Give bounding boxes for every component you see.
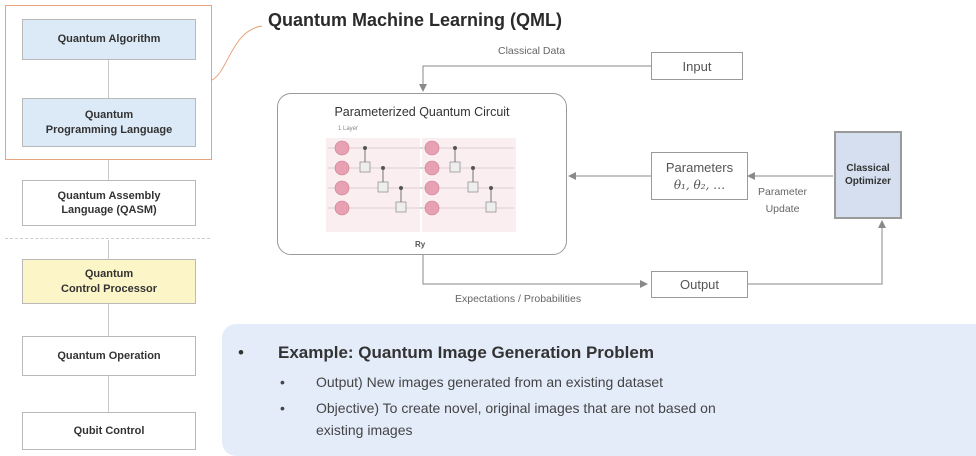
stack-item-label: Quantum Algorithm xyxy=(57,33,161,46)
arrow-input-to-circuit xyxy=(419,65,651,92)
parameter-update-label: Parameter Update xyxy=(758,186,808,215)
output-label: Output xyxy=(679,277,720,292)
circuit-layer-label: 1 Layer xyxy=(338,126,359,132)
qml-title: Quantum Machine Learning (QML) xyxy=(268,10,563,30)
stack-item-label: Quantum Programming Language xyxy=(45,109,173,136)
stack-item-label: Quantum Assembly Language (QASM) xyxy=(57,189,161,216)
circuit-bottom-label: Ry xyxy=(415,240,426,249)
stack-item-label: Qubit Control xyxy=(73,424,145,437)
stack-item-label: Quantum Operation xyxy=(57,349,161,362)
stack-item-control-processor: Quantum Control Processor xyxy=(22,259,196,304)
stack-item-quantum-algorithm: Quantum Algorithm xyxy=(22,19,196,60)
callout-curve xyxy=(211,25,263,81)
example-title: Example: Quantum Image Generation Proble… xyxy=(278,343,654,362)
sub-bullet-icon: • xyxy=(280,400,285,416)
stack-item-label: Quantum Control Processor xyxy=(61,268,157,295)
stack-item-qasm: Quantum Assembly Language (QASM) xyxy=(22,180,196,226)
input-label: Input xyxy=(682,58,712,74)
classical-data-label: Classical Data xyxy=(498,45,566,57)
expectations-label: Expectations / Probabilities xyxy=(455,293,582,305)
input-box: Input xyxy=(651,52,743,80)
parameters-box: Parameters θ₁, θ₂, … xyxy=(651,152,748,200)
bullet-icon: • xyxy=(238,343,244,362)
stack-item-qubit-control: Qubit Control xyxy=(22,412,196,450)
stack-item-quantum-operation: Quantum Operation xyxy=(22,336,196,376)
parameterized-circuit-box: Parameterized Quantum Circuit 1 Layer Ry xyxy=(277,93,567,255)
example-bullet-objective: Objective) To create novel, original ima… xyxy=(316,400,716,416)
optimizer-label: Classical Optimizer xyxy=(844,162,892,188)
highlight-frame xyxy=(5,5,212,160)
circuit-image xyxy=(326,138,516,232)
connector-line xyxy=(108,376,109,412)
pqc-title: Parameterized Quantum Circuit xyxy=(334,105,510,119)
sub-bullet-icon: • xyxy=(280,374,285,390)
example-bullet-output: Output) New images generated from an exi… xyxy=(316,374,664,390)
example-panel xyxy=(222,324,976,456)
layer-separator xyxy=(5,238,210,239)
output-box: Output xyxy=(651,271,748,298)
connector-line xyxy=(108,240,109,259)
arrow-circuit-to-output xyxy=(422,255,648,288)
arrow-output-to-optimizer xyxy=(748,220,886,285)
connector-line xyxy=(108,304,109,336)
example-bullet-objective-cont: existing images xyxy=(316,422,413,438)
stack-item-programming-language: Quantum Programming Language xyxy=(22,98,196,147)
parameters-label: Parameters xyxy=(665,160,734,176)
connector-line xyxy=(108,160,109,180)
parameters-symbols: θ₁, θ₂, … xyxy=(673,177,726,192)
connector-line xyxy=(108,60,109,98)
classical-optimizer-box: Classical Optimizer xyxy=(834,131,902,219)
